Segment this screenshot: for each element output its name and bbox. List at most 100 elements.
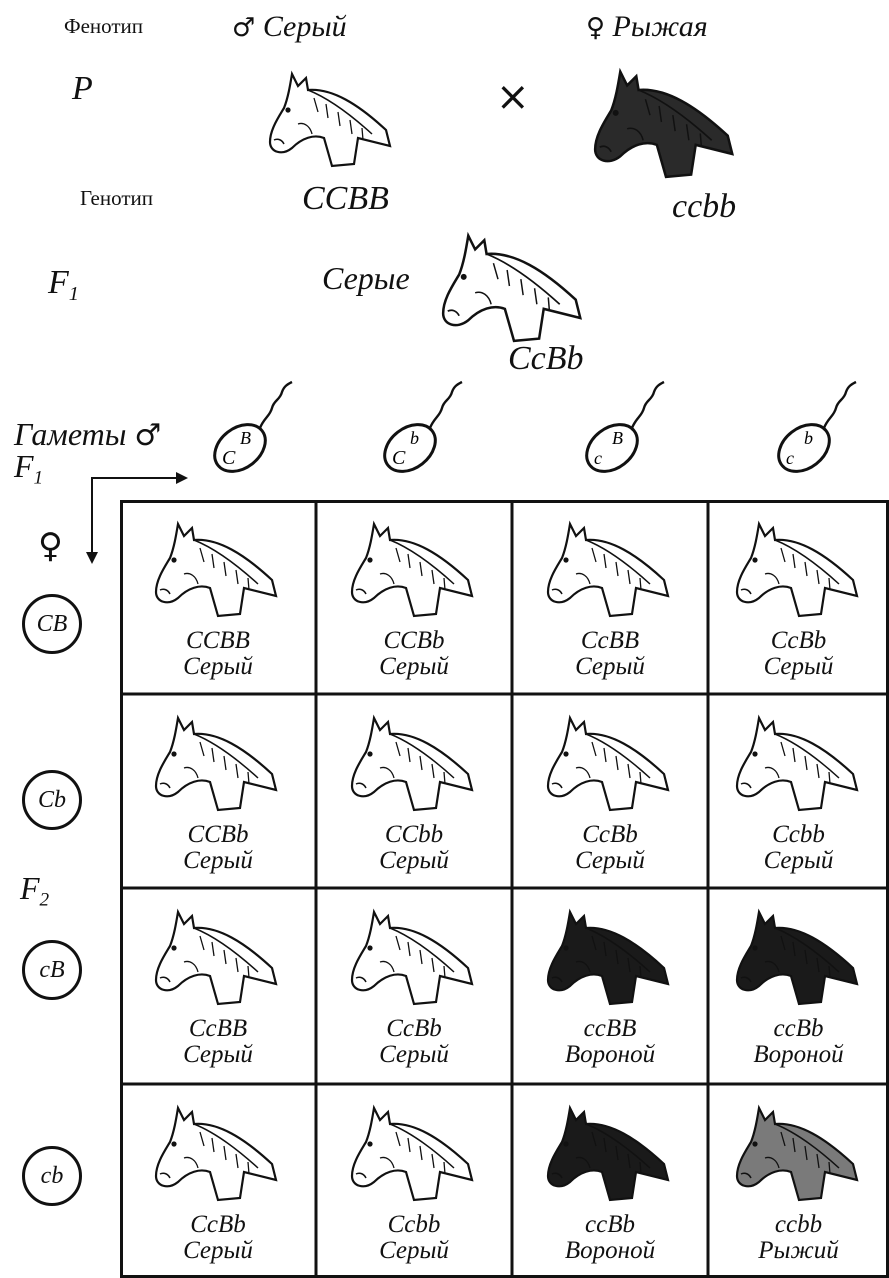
cell-genotype: CcBB xyxy=(512,628,708,654)
cell-genotype: CcBb xyxy=(316,1016,512,1042)
cell-phenotype: Серый xyxy=(708,848,889,874)
gamete-tail xyxy=(632,382,664,428)
f1-label-sub: 1 xyxy=(69,283,79,305)
gamete-body xyxy=(208,415,274,481)
female-gamete: Cb xyxy=(22,770,82,830)
cell-phenotype: Рыжий xyxy=(708,1238,889,1264)
male-phenotype: ♂ Серый xyxy=(232,10,347,44)
gamete-body xyxy=(580,415,646,481)
male-phenotype-text: Серый xyxy=(263,10,347,43)
cell-genotype: CCBB xyxy=(120,628,316,654)
cell-genotype: CcBb xyxy=(512,822,708,848)
cell-phenotype: Серый xyxy=(120,1238,316,1264)
horse-head-grey xyxy=(344,706,484,818)
female-phenotype-text: Рыжая xyxy=(613,10,708,43)
gamete-body xyxy=(378,415,444,481)
horse-head-shape xyxy=(270,74,390,166)
cell-phenotype: Вороной xyxy=(512,1238,708,1264)
gametes-f1-sub: 1 xyxy=(34,468,44,489)
genotype-label: Генотип xyxy=(80,186,153,211)
gamete-c-allele: c xyxy=(594,448,602,468)
female-gametes-symbol: ♀ xyxy=(38,526,63,566)
horse-head-shape xyxy=(737,718,857,810)
f2-label: F2 xyxy=(20,870,49,912)
cell-genotype: CcBB xyxy=(120,1016,316,1042)
horse-head-black xyxy=(540,900,680,1012)
gamete-tail xyxy=(430,382,462,428)
cell-genotype: CCbb xyxy=(316,822,512,848)
horse-head-shape xyxy=(548,1108,668,1200)
gamete-c-allele: C xyxy=(222,447,236,469)
cell-phenotype: Серый xyxy=(316,848,512,874)
gamete-tail xyxy=(824,382,856,428)
cell-genotype: CCBb xyxy=(120,822,316,848)
cell-phenotype: Вороной xyxy=(512,1042,708,1068)
male-gamete: cb xyxy=(772,378,882,488)
horse-head-shape xyxy=(156,718,276,810)
gametes-f1-main: F xyxy=(14,448,34,484)
horse-head-chestnut xyxy=(729,1096,869,1208)
gamete-tail xyxy=(260,382,292,428)
cell-genotype: ccbb xyxy=(708,1212,889,1238)
gametes-label-text: Гаметы xyxy=(14,416,126,452)
gamete-c-allele: c xyxy=(786,448,794,468)
horse-head-grey xyxy=(344,512,484,624)
male-parent-horse xyxy=(262,48,402,188)
horse-head-grey xyxy=(729,706,869,818)
horse-head-shape xyxy=(443,236,580,341)
f1-phenotype: Серые xyxy=(322,260,410,297)
cell-phenotype: Серый xyxy=(120,1042,316,1068)
f1-label: F1 xyxy=(48,264,79,306)
horse-head-shape xyxy=(737,524,857,616)
female-genotype: ccbb xyxy=(672,188,736,226)
horse-head-black xyxy=(540,1096,680,1208)
f2-label-main: F xyxy=(20,870,40,906)
cell-phenotype: Серый xyxy=(120,848,316,874)
horse-head-grey xyxy=(540,706,680,818)
horse-head-grey xyxy=(729,512,869,624)
gamete-b-allele: B xyxy=(240,428,251,448)
cell-genotype: CcBb xyxy=(120,1212,316,1238)
horse-head-shape xyxy=(352,524,472,616)
cell-genotype: CcBb xyxy=(708,628,889,654)
horse-head-shape xyxy=(548,718,668,810)
female-gamete: cb xyxy=(22,1146,82,1206)
punnett-cell: CcBbСерый xyxy=(708,500,889,694)
horse-head-shape xyxy=(595,72,732,177)
gametes-male-symbol: ♂ xyxy=(134,418,161,453)
horse-head-shape xyxy=(737,912,857,1004)
horse-head-shape xyxy=(156,524,276,616)
cell-phenotype: Серый xyxy=(316,1042,512,1068)
horse-head-grey xyxy=(148,900,288,1012)
male-gamete: CB xyxy=(208,378,318,488)
male-symbol: ♂ xyxy=(232,13,255,43)
cell-genotype: CCBb xyxy=(316,628,512,654)
cell-genotype: ccBb xyxy=(708,1016,889,1042)
horse-head-shape xyxy=(156,912,276,1004)
gamete-b-allele: b xyxy=(804,428,813,448)
horse-head-shape xyxy=(156,1108,276,1200)
gamete-b-allele: B xyxy=(612,428,623,448)
cell-phenotype: Серый xyxy=(708,654,889,680)
punnett-cell: CCBBСерый xyxy=(120,500,316,694)
horse-head-shape xyxy=(352,1108,472,1200)
horse-head-shape xyxy=(352,912,472,1004)
female-phenotype: ♀ Рыжая xyxy=(586,10,708,44)
horse-head-grey xyxy=(540,512,680,624)
horse-head-grey xyxy=(148,1096,288,1208)
female-gamete: cB xyxy=(22,940,82,1000)
f1-label-main: F xyxy=(48,264,69,301)
horse-head-shape xyxy=(352,718,472,810)
cell-phenotype: Серый xyxy=(120,654,316,680)
female-parent-horse xyxy=(586,52,746,192)
